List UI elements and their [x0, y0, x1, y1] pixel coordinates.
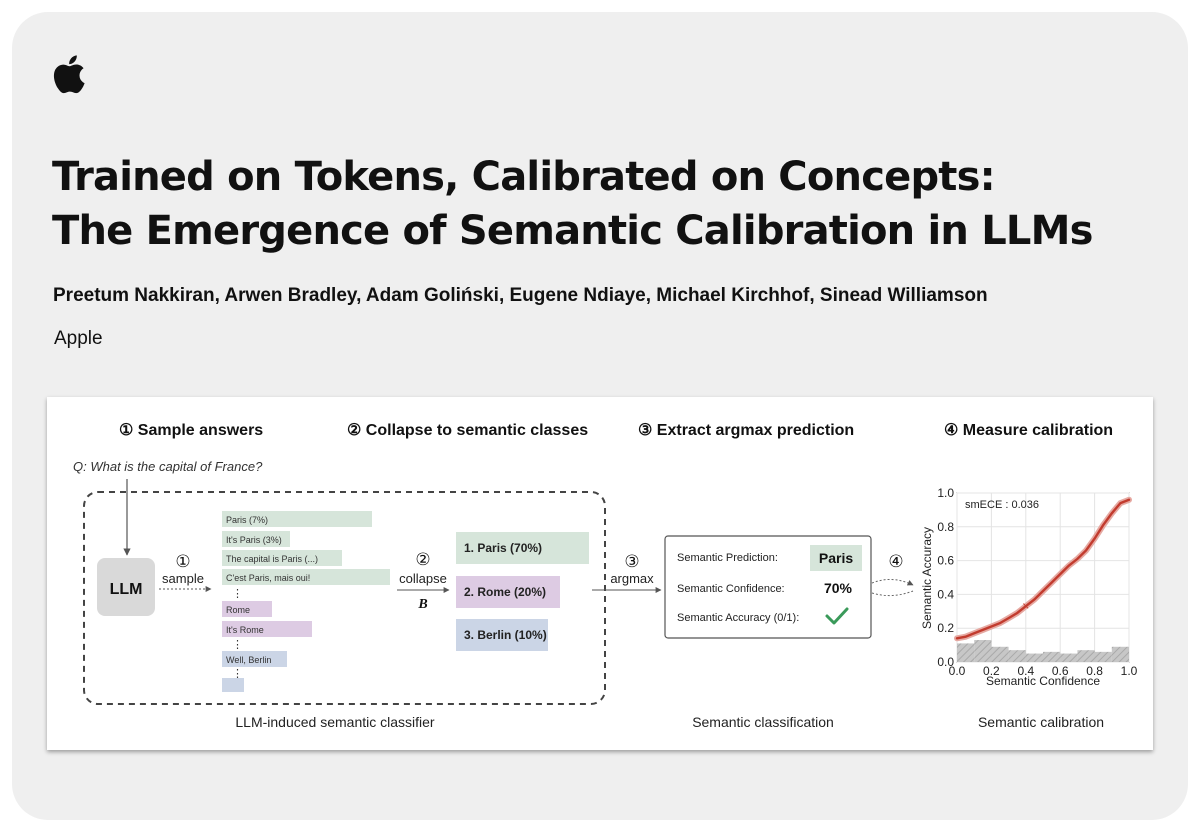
x-tick-label: 0.0 [949, 664, 966, 678]
y-tick-label: 0.4 [937, 587, 954, 601]
y-tick-label: 0.2 [937, 621, 954, 635]
confidence-label: Semantic Confidence: [677, 583, 785, 595]
confidence-histogram [957, 640, 1129, 662]
histogram-bar [991, 646, 1009, 662]
smece-annotation: smECE : 0.036 [965, 499, 1039, 511]
llm-label: LLM [110, 581, 143, 598]
x-axis-label: Semantic Confidence [986, 674, 1100, 688]
chart-grid [956, 492, 1130, 663]
calibration-arrow-lower [871, 590, 914, 597]
caption-classification: Semantic classification [692, 714, 834, 730]
y-axis-ticks: 0.0 0.2 0.4 0.6 0.8 1.0 [937, 486, 954, 669]
x-tick-label: 0.4 [1017, 664, 1034, 678]
collapse-variable: B [417, 597, 427, 612]
calibration-arrow [871, 579, 914, 586]
prediction-label: Semantic Prediction: [677, 552, 778, 564]
caption-classifier: LLM-induced semantic classifier [235, 714, 435, 730]
x-axis-ticks: 0.0 0.2 0.4 0.6 0.8 1.0 [949, 664, 1138, 678]
sample-bar [222, 550, 342, 566]
histogram-bar [1060, 653, 1078, 662]
sample-text: It's Rome [226, 625, 264, 635]
overview-figure: ① Sample answers ② Collapse to semantic … [47, 397, 1153, 750]
y-tick-label: 1.0 [937, 486, 954, 500]
x-tick-label: 1.0 [1121, 664, 1138, 678]
class-label: 3. Berlin (10%) [464, 628, 547, 642]
y-tick-label: 0.0 [937, 655, 954, 669]
sample-bar [222, 601, 272, 617]
sample-bar [222, 569, 390, 585]
step-heading-calibration: ④ Measure calibration [944, 422, 1113, 439]
histogram-bar [1077, 650, 1095, 662]
collapse-step-number: ② [415, 550, 430, 570]
step-heading-sample: ① Sample answers [119, 422, 263, 439]
question-text: Q: What is the capital of France? [73, 459, 263, 474]
step-heading-collapse: ② Collapse to semantic classes [347, 422, 588, 439]
x-tick-label: 0.6 [1052, 664, 1069, 678]
affiliation: Apple [54, 328, 103, 349]
x-tick-label: 0.2 [983, 664, 1000, 678]
vdots: ⋮ [232, 668, 243, 680]
figure-canvas: ① Sample answers ② Collapse to semantic … [73, 422, 1138, 730]
class-box-paris [456, 532, 589, 564]
histogram-bar [1111, 646, 1129, 662]
sample-text: Rome [226, 605, 250, 615]
argmax-label: argmax [610, 571, 654, 586]
vdots: ⋮ [232, 639, 243, 651]
paper-title: Trained on Tokens, Calibrated on Concept… [52, 150, 1093, 258]
caption-calibration: Semantic calibration [978, 714, 1104, 730]
llm-box [97, 558, 155, 616]
y-tick-label: 0.8 [937, 520, 954, 534]
sample-bar [222, 531, 290, 547]
chart-frame [956, 492, 1130, 663]
prediction-value: Paris [819, 550, 853, 566]
sample-bar [222, 678, 244, 692]
x-tick-label: 0.8 [1086, 664, 1103, 678]
prediction-value-box [810, 545, 862, 571]
confidence-value: 70% [824, 580, 853, 596]
sample-text: Paris (7%) [226, 515, 268, 525]
histogram-bar [957, 643, 975, 662]
sample-text: It's Paris (3%) [226, 535, 282, 545]
collapse-label: collapse [399, 571, 447, 586]
histogram-bar [1094, 651, 1112, 662]
sample-bar [222, 651, 287, 667]
calibration-curve [955, 498, 1131, 640]
vdots: ⋮ [232, 588, 243, 600]
sample-text: C'est Paris, mais oui! [226, 573, 310, 583]
class-box-rome [456, 576, 560, 608]
title-line-1: Trained on Tokens, Calibrated on Concept… [52, 154, 996, 200]
step-heading-argmax: ③ Extract argmax prediction [638, 422, 854, 439]
data-point-marker: × [1022, 599, 1029, 613]
sample-text: The capital is Paris (...) [226, 554, 318, 564]
check-icon [825, 607, 849, 625]
accuracy-label: Semantic Accuracy (0/1): [677, 612, 799, 624]
sample-bar [222, 511, 372, 527]
histogram-bar [1025, 653, 1043, 662]
y-tick-label: 0.6 [937, 554, 954, 568]
author-list: Preetum Nakkiran, Arwen Bradley, Adam Go… [53, 285, 988, 306]
sample-step-number: ① [175, 552, 190, 572]
semantic-classifier-box [83, 491, 606, 705]
sample-text: Well, Berlin [226, 655, 271, 665]
calibration-step-number: ④ [888, 552, 903, 572]
title-line-2: The Emergence of Semantic Calibration in… [52, 208, 1093, 254]
histogram-bar [974, 640, 992, 662]
apple-logo [53, 55, 85, 94]
class-label: 2. Rome (20%) [464, 585, 546, 599]
class-label: 1. Paris (70%) [464, 541, 542, 555]
argmax-step-number: ③ [624, 552, 639, 572]
class-box-berlin [456, 619, 548, 651]
histogram-bar [1043, 651, 1061, 662]
sample-label: sample [162, 571, 204, 586]
histogram-bar [1008, 650, 1026, 662]
y-axis-label: Semantic Accuracy [920, 527, 934, 629]
sample-bar [222, 621, 312, 637]
